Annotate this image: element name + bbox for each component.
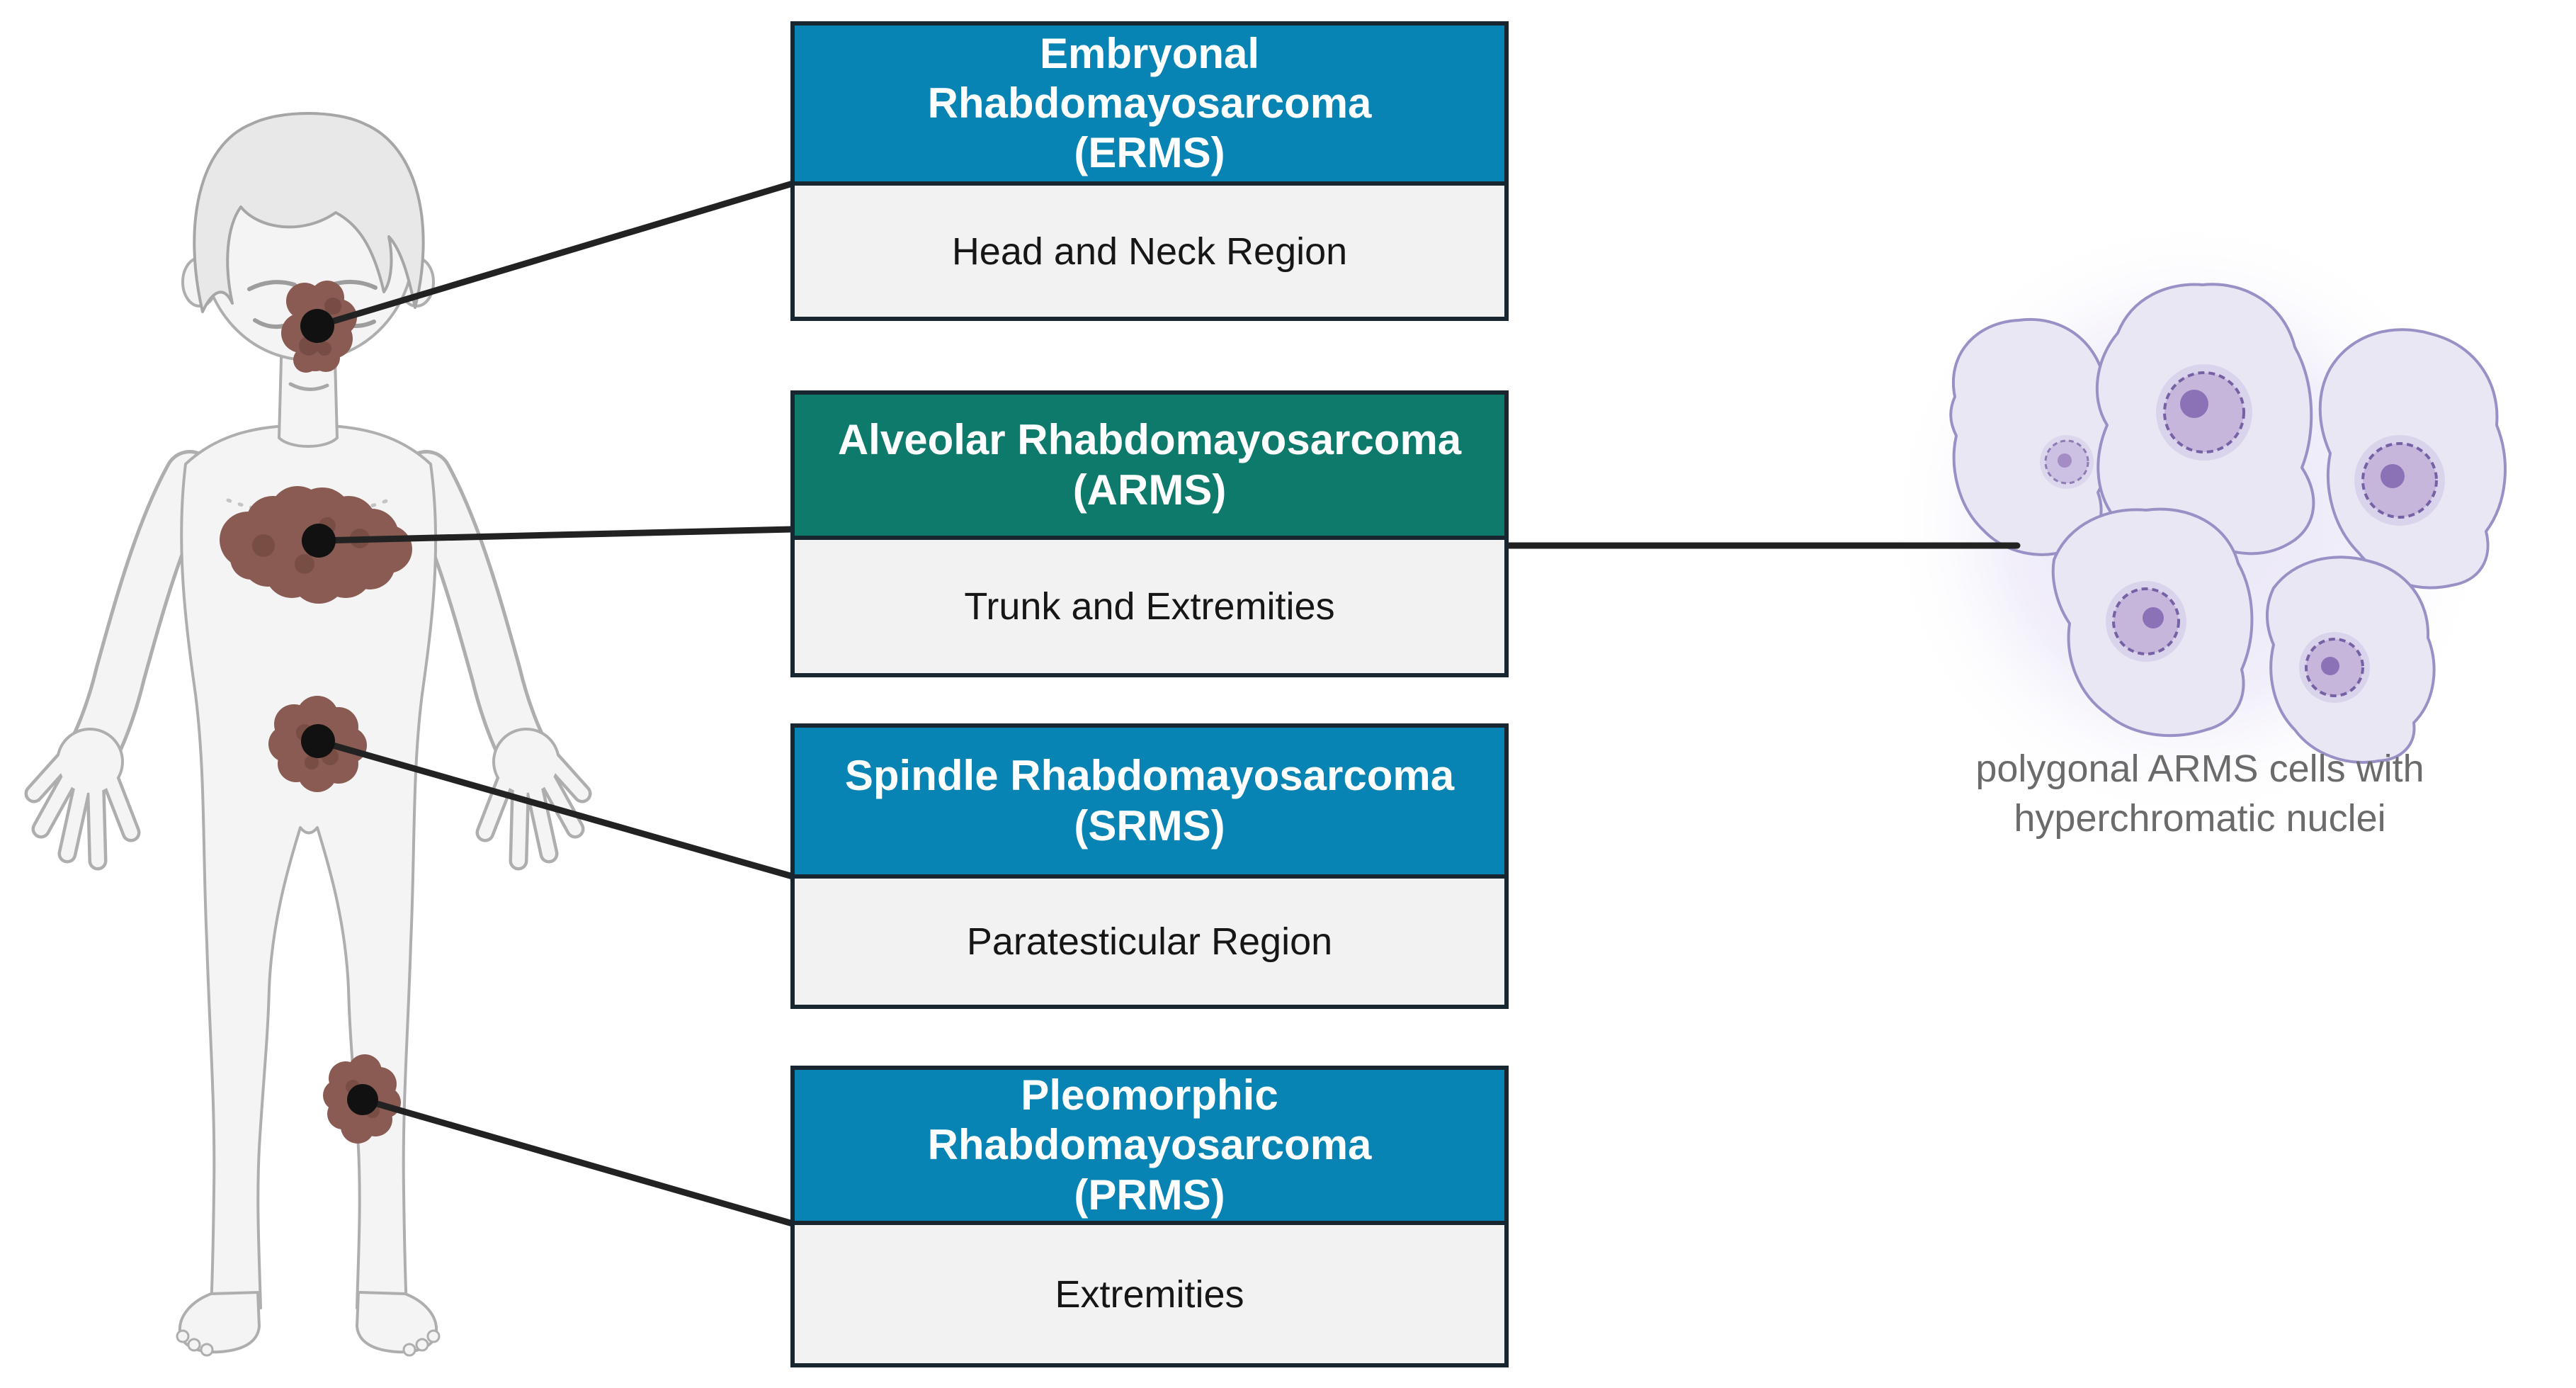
- connector-line-erms: [314, 180, 796, 329]
- connector-line-arms: [315, 526, 796, 544]
- cell-left: [1949, 317, 2116, 556]
- type-box-erms: Embryonal Rhabdomayosarcoma (ERMS) Head …: [790, 21, 1509, 321]
- type-box-arms-header: Alveolar Rhabdomayosarcoma (ARMS): [795, 395, 1504, 540]
- type-box-srms: Spindle Rhabdomayosarcoma (SRMS) Parates…: [790, 723, 1509, 1009]
- knee-dot: [347, 1084, 378, 1115]
- type-box-erms-location: Head and Neck Region: [795, 186, 1504, 317]
- head: [181, 112, 435, 391]
- type-box-prms: Pleomorphic Rhabdomayosarcoma (PRMS) Ext…: [790, 1066, 1509, 1367]
- left-arm: [66, 450, 216, 779]
- arms-cells-caption: polygonal ARMS cells with hyperchromatic…: [1975, 747, 2424, 840]
- right-foot: [355, 1290, 441, 1357]
- type-box-prms-header: Pleomorphic Rhabdomayosarcoma (PRMS): [795, 1070, 1504, 1225]
- connector-line-prms: [359, 1096, 796, 1227]
- type-box-erms-header: Embryonal Rhabdomayosarcoma (ERMS): [795, 26, 1504, 186]
- connector-lines: [314, 180, 2021, 1227]
- child-body-figure: [24, 112, 592, 1357]
- trunk-dot: [302, 524, 336, 558]
- type-box-arms-location: Trunk and Extremities: [795, 540, 1504, 673]
- left-hand: [24, 728, 141, 871]
- type-box-srms-header: Spindle Rhabdomayosarcoma (SRMS): [795, 728, 1504, 879]
- type-box-arms: Alveolar Rhabdomayosarcoma (ARMS) Trunk …: [790, 390, 1509, 677]
- connector-line-srms: [314, 738, 796, 880]
- paratesticular-dot: [301, 724, 335, 758]
- arms-cells-illustration: [1884, 216, 2507, 825]
- connector-dots: [300, 309, 378, 1115]
- neck-dot: [300, 309, 334, 343]
- type-box-prms-location: Extremities: [795, 1225, 1504, 1363]
- cell-nuclei: [2040, 364, 2445, 703]
- left-foot: [176, 1290, 261, 1357]
- hair: [193, 112, 425, 313]
- mouth: [288, 382, 329, 391]
- type-box-srms-location: Paratesticular Region: [795, 879, 1504, 1005]
- right-arm: [400, 450, 550, 779]
